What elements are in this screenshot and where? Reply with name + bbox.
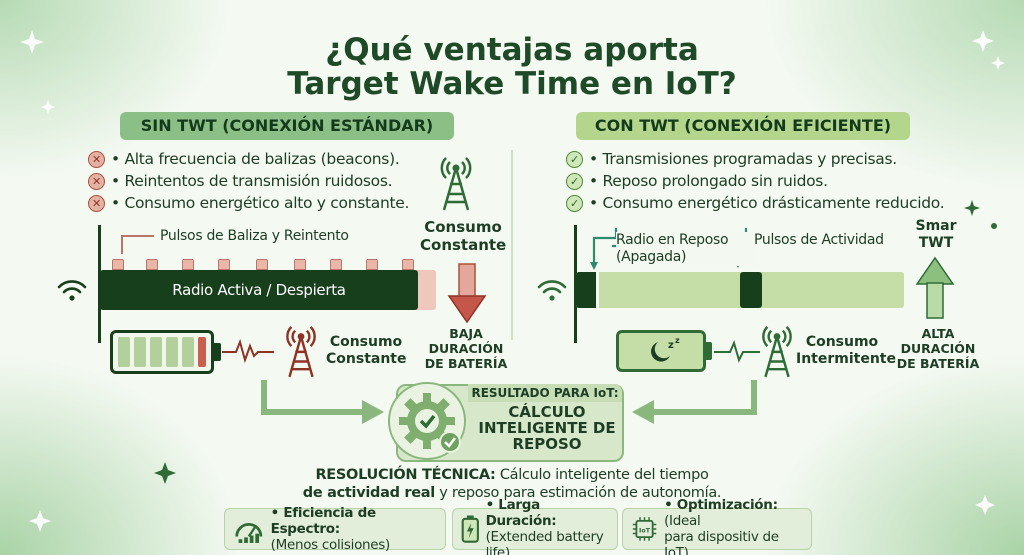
flow-arrows [261,380,757,424]
x-circle-icon: ✕ [88,150,105,168]
check-circle-icon: ✓ [566,150,583,168]
title-line-2: Target Wake Time en IoT? [287,66,737,102]
result-header: RESULTADO PARA IoT: [468,384,622,402]
low-battery-label: BAJA DURACIÓN DE BATERÍA [424,326,508,371]
gear-check-icon [388,382,466,460]
pulse-wave-icon [222,338,274,364]
result-text: CÁLCULO INTELIGENTE DE REPOSO [478,403,616,453]
active-label: Pulsos de Actividad [754,232,884,248]
right-bullet: ✓• Reposo prolongado sin ruidos. [566,170,944,192]
resolution-line-2: de actividad real y reposo para estimaci… [302,485,722,501]
battery-cell [134,337,146,367]
left-timeline-axis [98,225,101,343]
x-circle-icon: ✕ [88,194,105,212]
battery-sleep-icon [616,330,706,372]
cell-tower-icon [762,326,792,378]
battery-cell [182,337,194,367]
cell-tower-icon [440,157,472,211]
battery-cell [118,337,130,367]
right-timeline-axis [574,225,577,343]
svg-text:z: z [675,336,680,345]
feature-text: • Eficiencia de Espectro:(Menos colision… [270,505,391,553]
center-divider [511,150,513,340]
pulse-bracket [121,235,154,254]
battery-cells [118,337,206,367]
svg-text:IoT: IoT [639,528,651,535]
left-bullet: ✕• Consumo energético alto y constante. [88,192,409,214]
check-circle-icon: ✓ [566,194,583,212]
high-battery-label: ALTA DURACIÓN DE BATERÍA [896,326,980,371]
radio-active-bar: Radio Activa / Despierta [100,270,418,310]
smart-twt-label: Smar TWT [915,218,957,251]
wifi-icon [537,280,567,301]
bar-gap [596,272,599,308]
right-bullet: ✓• Consumo energético drásticamente redu… [566,192,945,214]
right-bullet: ✓• Transmisiones programadas y precisas. [566,148,944,170]
battery-cell [166,337,178,367]
right-bullets: ✓• Transmisiones programadas y precisas.… [566,148,945,214]
check-circle-icon: ✓ [566,172,583,190]
x-circle-icon: ✕ [88,172,105,190]
moon-zzz-icon: z z [651,336,680,362]
wifi-icon [57,280,87,301]
svg-text:z: z [668,340,674,351]
pulses-label: Pulsos de Baliza y Reintento [160,228,349,244]
left-bullet: ✕• Alta frecuencia de balizas (beacons). [88,148,409,170]
feature-box-spectrum: • Eficiencia de Espectro:(Menos colision… [224,505,446,553]
resolution-text: RESOLUCIÓN TÉCNICA: Cálculo inteligente … [0,466,1024,502]
arrow-up-icon [915,256,955,319]
pulse-row [112,259,432,271]
left-bullet: ✕• Reintentos de transmisión ruidosos. [88,170,409,192]
consumption-label-top: Consumo Constante [420,218,507,254]
pulse-mark [182,259,194,270]
iot-chip-icon: IoT [632,517,657,541]
activity-pulse [740,272,762,308]
activity-pulse [576,272,596,308]
consumption-label-bottom: Consumo Constante [326,334,407,367]
bar-tail [414,270,436,310]
pulse-mark [146,259,158,270]
sleep-label: Radio en Reposo (Apagada) [616,232,756,266]
pulse-mark [294,259,306,270]
cell-tower-icon [286,326,316,378]
pulse-mark [112,259,124,270]
pulse-wave-icon [714,340,760,363]
battery-tip [214,343,221,361]
feature-box-battery: • Larga Duración:(Extended battery life) [452,497,618,555]
arrow-down-icon [447,263,487,324]
pulse-mark [366,259,378,270]
feature-text: • Larga Duración:(Extended battery life) [485,497,604,555]
battery-cell-low [198,337,206,367]
battery-tip [706,342,712,360]
resolution-line-1: RESOLUCIÓN TÉCNICA: Cálculo inteligente … [315,467,709,483]
right-header: CON TWT (CONEXIÓN EFICIENTE) [576,112,910,140]
intermittent-label: Consumo Intermitente [796,334,896,367]
left-bullets: ✕• Alta frecuencia de balizas (beacons).… [88,148,409,214]
gauge-icon [235,522,263,543]
radio-active-label: Radio Activa / Despierta [172,281,346,299]
battery-bolt-icon [461,515,479,543]
title-line-1: ¿Qué ventajas aporta [325,32,699,68]
battery-cell [150,337,162,367]
pulse-mark [218,259,230,270]
left-header: SIN TWT (CONEXIÓN ESTÁNDAR) [120,112,454,140]
pulse-mark [402,259,414,270]
pulse-mark [330,259,342,270]
pulse-mark [256,259,268,270]
